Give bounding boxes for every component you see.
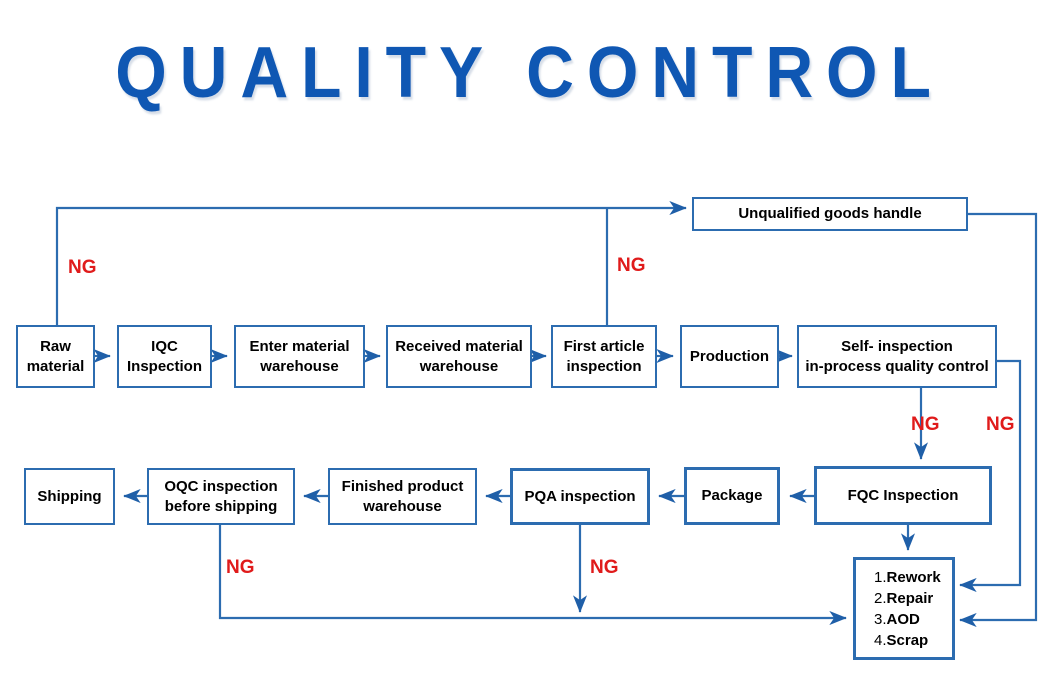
node-self-inspection[interactable]: Self- inspection in-process quality cont… bbox=[797, 325, 997, 388]
disposition-label: Rework bbox=[886, 568, 941, 586]
node-disposition-options[interactable]: 1. Rework 2. Repair 3. AOD 4. Scrap bbox=[853, 557, 955, 660]
node-received-material-warehouse[interactable]: Received material warehouse bbox=[386, 325, 532, 388]
page-title: QUALITY CONTROL bbox=[115, 33, 944, 113]
ng-label-iqc-reject: NG bbox=[68, 257, 97, 278]
node-iqc-inspection[interactable]: IQC Inspection bbox=[117, 325, 212, 388]
disposition-number: 4. bbox=[874, 631, 887, 649]
disposition-label: AOD bbox=[886, 610, 920, 628]
list-item: 4. Scrap bbox=[874, 630, 952, 651]
list-item: 1. Rework bbox=[874, 567, 952, 588]
disposition-number: 1. bbox=[874, 568, 887, 586]
list-item: 3. AOD bbox=[874, 609, 952, 630]
node-oqc-inspection[interactable]: OQC inspection before shipping bbox=[147, 468, 295, 525]
node-raw-material[interactable]: Raw material bbox=[16, 325, 95, 388]
ng-label-first-article-reject: NG bbox=[617, 255, 646, 276]
disposition-number: 3. bbox=[874, 610, 887, 628]
node-enter-material-warehouse[interactable]: Enter material warehouse bbox=[234, 325, 365, 388]
ng-label-unqualified-return: NG bbox=[986, 414, 1015, 435]
node-fqc-inspection[interactable]: FQC Inspection bbox=[814, 466, 992, 525]
list-item: 2. Repair bbox=[874, 588, 952, 609]
node-first-article-inspection[interactable]: First article inspection bbox=[551, 325, 657, 388]
node-unqualified-goods-handle[interactable]: Unqualified goods handle bbox=[692, 197, 968, 231]
node-shipping[interactable]: Shipping bbox=[24, 468, 115, 525]
ng-label-oqc-reject: NG bbox=[226, 557, 255, 578]
node-package[interactable]: Package bbox=[684, 467, 780, 525]
node-pqa-inspection[interactable]: PQA inspection bbox=[510, 468, 650, 525]
wire-oqc-reject bbox=[218, 525, 847, 626]
node-production[interactable]: Production bbox=[680, 325, 779, 388]
node-finished-product-warehouse[interactable]: Finished product warehouse bbox=[328, 468, 477, 525]
wire-iqc-reject bbox=[55, 200, 687, 325]
disposition-label: Scrap bbox=[886, 631, 929, 649]
ng-label-self-inspection-reject: NG bbox=[911, 414, 940, 435]
disposition-number: 2. bbox=[874, 589, 887, 607]
disposition-label: Repair bbox=[886, 589, 934, 607]
ng-label-pqa-reject: NG bbox=[590, 557, 619, 578]
